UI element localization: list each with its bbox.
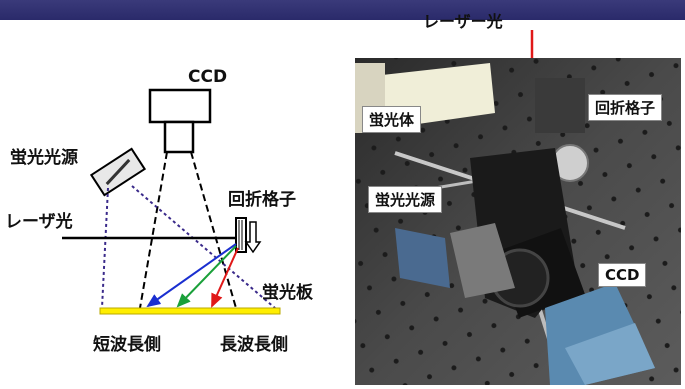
laser-label: レーザ光 (5, 211, 73, 232)
ccd-lens (163, 120, 195, 154)
fov-line-left (139, 151, 168, 309)
fov-line-right (190, 151, 237, 309)
ccd-body (148, 88, 212, 124)
grating-label: 回折格子 (228, 189, 296, 210)
long-wave-label: 長波長側 (220, 334, 288, 355)
illum-line-left (101, 187, 109, 309)
photo-fluor-body-label: 蛍光体 (362, 106, 422, 133)
fluorescent-source-label: 蛍光光源 (10, 147, 78, 168)
photo-ccd-label: CCD (598, 263, 647, 287)
beam-red (211, 247, 239, 308)
short-wave-label: 短波長側 (93, 334, 161, 355)
plate-label: 蛍光板 (262, 282, 314, 303)
grating-element (235, 217, 262, 254)
photo-grating-label: 回折格子 (588, 94, 663, 121)
photo-fluor-source-label: 蛍光光源 (368, 186, 443, 213)
beam-blue (146, 243, 237, 308)
header-bar (0, 0, 685, 20)
schematic-diagram: CCD 蛍光光源 レーザ光 回折格子 蛍光板 短波長側 長波長側 (5, 67, 314, 355)
illum-line-right (131, 185, 276, 309)
fluorescent-plate (99, 307, 281, 315)
ccd-label: CCD (188, 67, 227, 87)
fluorescent-source (89, 147, 147, 197)
beam-green (176, 245, 237, 308)
photo-laser-caption: レーザー光 (423, 12, 503, 31)
